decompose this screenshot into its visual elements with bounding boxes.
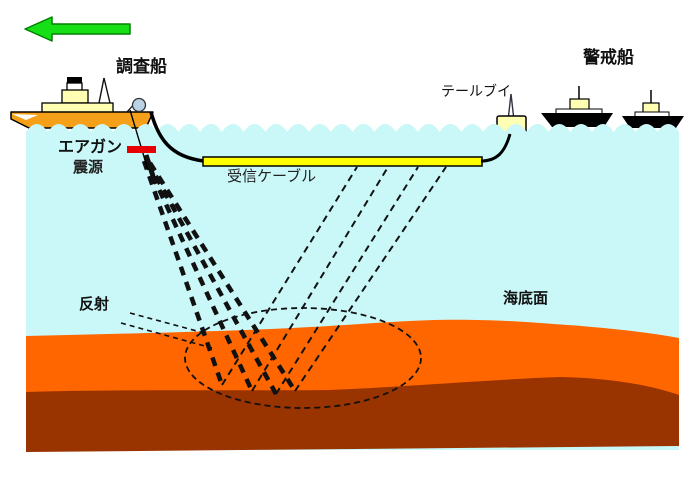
- reflection-pointer-lines: [120, 312, 213, 349]
- buoy-mast: [507, 93, 512, 117]
- airgun-icon: [127, 146, 156, 153]
- source-ray-start: [143, 154, 156, 177]
- survey-ship: [10, 77, 154, 129]
- ship-bow-notch: [12, 114, 38, 120]
- ship-upper-cabin: [61, 89, 89, 104]
- seismic-source-label: 震源: [73, 159, 104, 176]
- buoy-mast: [510, 93, 515, 117]
- source-ray-fan: [141, 160, 297, 396]
- seabed-lower-layer: [26, 377, 679, 452]
- seafloor-label: 海底面: [503, 290, 549, 307]
- receiver-cable-streamer: [202, 156, 483, 167]
- ship-mast: [103, 77, 111, 104]
- ship-funnel-top: [67, 77, 82, 84]
- guard-hull: [622, 116, 684, 128]
- guard-ship-1: [541, 86, 613, 127]
- guard-ship-2: [622, 90, 684, 128]
- tow-float: [131, 97, 147, 113]
- reflected-ray-lines: [221, 166, 447, 395]
- wave-crests: [26, 124, 680, 139]
- left-arrow-icon: [24, 16, 131, 42]
- airgun-line: [129, 109, 149, 171]
- reflection-label: 反射: [79, 296, 110, 313]
- airgun-label: エアガン: [58, 139, 123, 156]
- tow-cable: [149, 111, 205, 163]
- guard-ship-label: 警戒船: [583, 48, 634, 67]
- guard-hull: [541, 113, 613, 127]
- guard-cabin: [569, 98, 590, 111]
- ship-mast: [98, 77, 105, 104]
- survey-ship-label: 調査船: [116, 57, 167, 76]
- tail-buoy-label: テールブイ: [441, 83, 511, 99]
- buoy-cable: [480, 133, 512, 163]
- receiver-cable-label: 受信ケーブル: [227, 168, 317, 185]
